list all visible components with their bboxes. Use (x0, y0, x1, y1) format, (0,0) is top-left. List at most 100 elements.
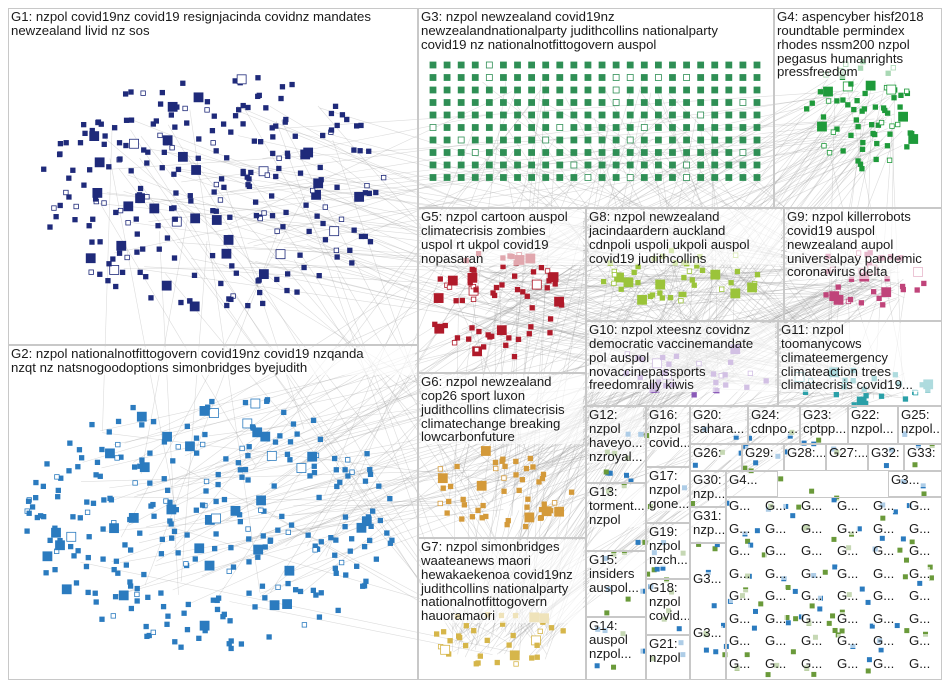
mini-cluster-label: G... (729, 498, 751, 513)
node-g2-300 (345, 457, 351, 463)
node-g1-50 (338, 216, 345, 222)
node-g2-389 (242, 418, 253, 429)
group-g27[interactable]: G27:... (826, 444, 868, 471)
node-g1-133 (155, 223, 161, 229)
node-g3-767 (640, 161, 648, 169)
node-g3-674 (683, 111, 690, 119)
node-g7-1086 (484, 637, 490, 644)
group-g6[interactable]: G6: nzpol newzealand cop26 sport luxon j… (418, 373, 586, 538)
group-g29[interactable]: G29: (742, 444, 784, 471)
node-g7-1097 (471, 628, 477, 634)
mini-cluster-label: G... (801, 565, 823, 581)
group-g19[interactable]: G19: nzpol nzch... (646, 523, 690, 579)
edge-322 (97, 203, 688, 261)
node-g3-679 (753, 111, 761, 119)
node-small-1237 (816, 437, 822, 443)
node-g2-432 (137, 463, 143, 469)
group-g23[interactable]: G23: cptpp... (800, 406, 848, 444)
mini-cluster-label: G... (837, 610, 859, 626)
group-g32[interactable]: G32: (868, 444, 904, 471)
edge-295 (681, 138, 883, 355)
node-g1-187 (224, 155, 230, 161)
group-g33[interactable]: G33: (904, 444, 942, 471)
node-g1-131 (353, 123, 360, 129)
group-g30[interactable]: G30: nzp... (690, 471, 726, 507)
node-g1-47 (128, 89, 134, 95)
node-g1-89 (41, 166, 47, 172)
group-g11[interactable]: G11: nzpol toomanycows climateemergency … (778, 321, 942, 406)
group-g3-small[interactable]: G3... (888, 471, 942, 497)
node-g5-912 (529, 305, 535, 311)
group-g28[interactable]: G28:... (784, 444, 826, 471)
group-g16[interactable]: G16: nzpol covid... (646, 406, 690, 467)
node-g3-703 (753, 124, 761, 131)
group-g18-label: G18: nzpol covid... (649, 580, 690, 623)
group-g31[interactable]: G31: nzp... (690, 507, 726, 543)
node-g2-507 (169, 535, 175, 541)
group-g3[interactable]: G3: nzpol newzealand covid19nz newzealan… (418, 8, 774, 208)
node-small-1260 (928, 575, 934, 581)
node-small-1274 (714, 542, 720, 548)
node-g1-132 (276, 165, 282, 172)
group-g24[interactable]: G24: cdnpo... (748, 406, 800, 444)
node-g1-157 (227, 214, 233, 220)
edge-292 (496, 279, 859, 327)
node-g1-122 (240, 168, 246, 175)
node-g1-80 (196, 136, 202, 142)
node-g3-665 (556, 111, 564, 119)
group-g25[interactable]: G25: nzpol... (898, 406, 942, 444)
group-g2[interactable]: G2: nzpol nationalnotfittogovern covid19… (8, 345, 418, 680)
group-g12[interactable]: G12: nzpol haveyo... nzroyal... (586, 406, 646, 483)
group-g7[interactable]: G7: nzpol simonbridges waateanews maori … (418, 538, 586, 680)
node-small-1319 (692, 462, 698, 468)
mini-cluster-label: G... (801, 543, 823, 558)
node-g1-101 (92, 196, 99, 202)
group-g20[interactable]: G20: sahara... (690, 406, 748, 444)
node-g2-396 (151, 513, 157, 519)
node-g8-958 (710, 269, 721, 280)
node-g5-918 (473, 287, 479, 293)
group-g15[interactable]: G15: insiders auspol... (586, 551, 646, 617)
node-small-1200 (628, 478, 634, 484)
node-g5-901 (469, 325, 475, 331)
group-g9[interactable]: G9: nzpol killerrobots covid19 auspol ne… (784, 208, 942, 321)
node-g3-765 (612, 161, 620, 169)
node-g3-785 (556, 174, 564, 181)
node-g3-627 (697, 86, 705, 94)
node-g1-126 (153, 118, 159, 124)
group-g18[interactable]: G18: nzpol covid... (646, 579, 690, 635)
node-g1-198 (245, 302, 251, 309)
mini-cluster-label: G... (873, 498, 895, 513)
group-g12-label: G12: nzpol haveyo... nzroyal... (589, 407, 643, 464)
group-g10[interactable]: G10: nzpol xteesnz covidnz democratic va… (586, 321, 778, 406)
node-g3-718 (626, 136, 634, 144)
node-g2-315 (75, 464, 81, 470)
edge-401 (497, 257, 670, 338)
node-small-1251 (654, 566, 660, 572)
node-g2-428 (209, 408, 219, 418)
group-g21[interactable]: G21: nzpol (646, 635, 690, 680)
group-g4[interactable]: G4: aspencyber hisf2018 roundtable permi… (774, 8, 942, 208)
node-g8-949 (754, 272, 761, 278)
group-g13[interactable]: G13: torment... nzpol (586, 483, 646, 551)
group-g5[interactable]: G5: nzpol cartoon auspol climatecrisis z… (418, 208, 586, 373)
node-g2-356 (118, 590, 129, 601)
node-g1-142 (187, 298, 193, 304)
group-g17[interactable]: G17: nzpol gone... (646, 467, 690, 523)
group-g26[interactable]: G26: (690, 444, 742, 471)
group-g1[interactable]: G1: nzpol covid19nz covid19 resignjacind… (8, 8, 418, 345)
node-g5-930 (548, 272, 559, 282)
group-g8[interactable]: G8: nzpol newzealand jacindaardern auckl… (586, 208, 784, 321)
node-g3-694 (626, 124, 634, 131)
node-g1-205 (159, 89, 165, 96)
node-g2-501 (307, 473, 313, 479)
node-g1-25 (213, 148, 219, 154)
group-g14[interactable]: G14: auspol nzpol... (586, 617, 646, 680)
node-g6-1027 (475, 507, 481, 513)
group-g22[interactable]: G22: nzpol... (848, 406, 898, 444)
group-g4-small[interactable]: G4... (726, 471, 778, 497)
node-g1-216 (172, 216, 178, 222)
node-small-1216 (721, 622, 727, 628)
mini-cluster-label: G... (909, 565, 931, 581)
node-g5-928 (499, 282, 505, 288)
